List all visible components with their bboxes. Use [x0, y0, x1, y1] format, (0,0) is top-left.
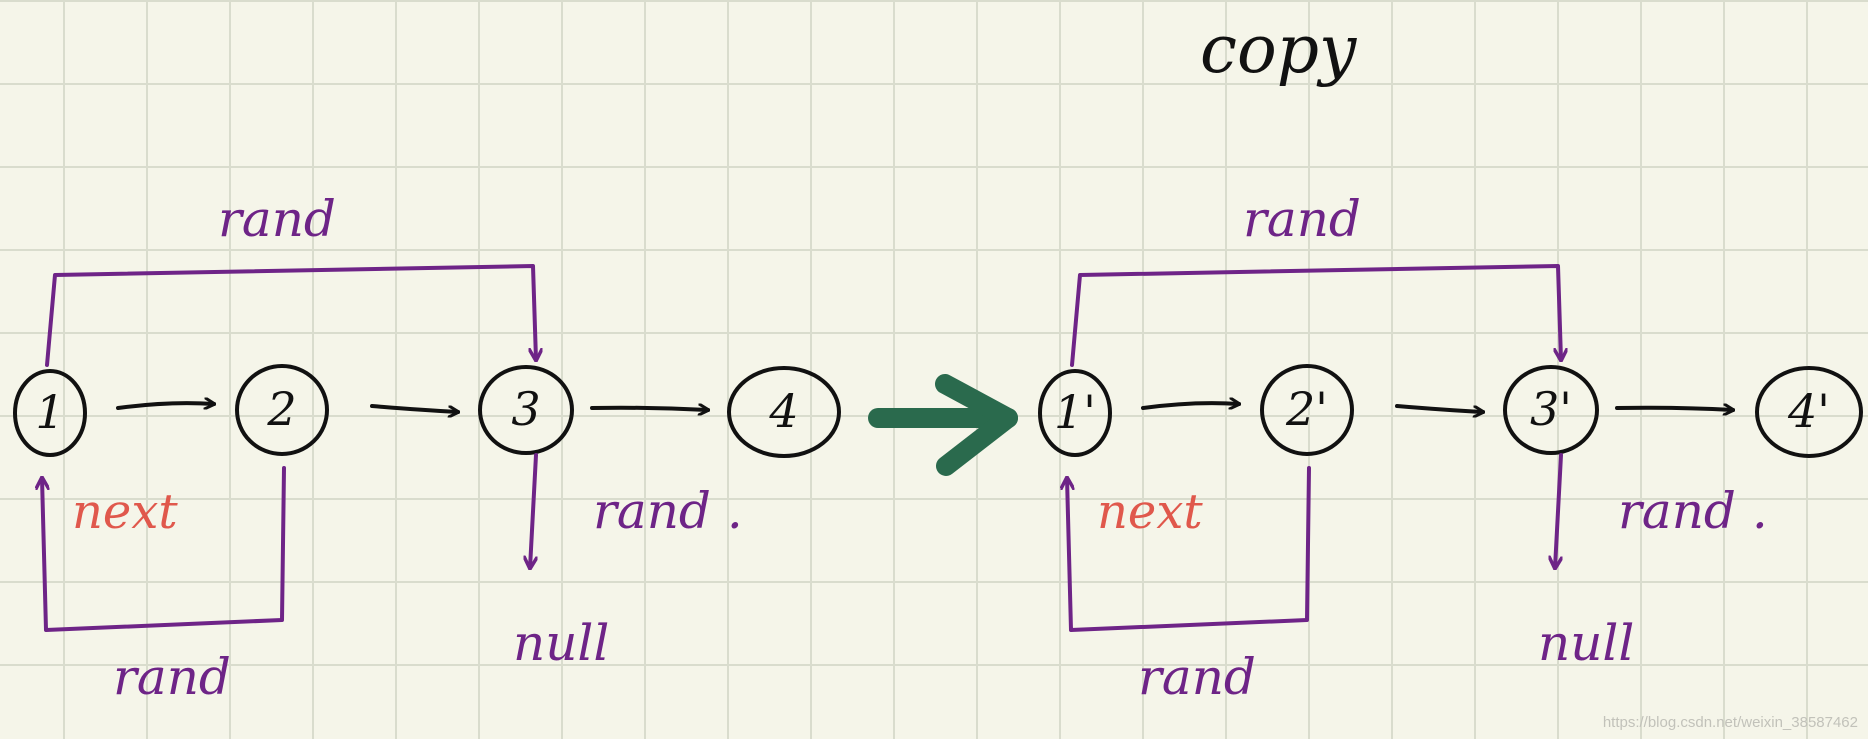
- rand-label-top: rand: [218, 190, 336, 248]
- node-3-label: 3: [511, 382, 540, 436]
- node-3: 3: [478, 365, 574, 455]
- rand-label-right-copy: rand .: [1618, 482, 1768, 540]
- next-arrow-1-2: [116, 403, 214, 408]
- node-2-copy-label: 2': [1285, 382, 1328, 436]
- copy-title: copy: [1200, 11, 1357, 88]
- original-list: 1 2 3 4 rand rand rand . next null: [13, 190, 841, 706]
- rand-label-top-copy: rand: [1243, 190, 1361, 248]
- next-arrow-2-3: [370, 404, 458, 412]
- node-2-copy: 2': [1260, 364, 1354, 456]
- next-arrow-1-2-copy: [1141, 403, 1239, 408]
- rand-link-2-to-1-copy: [1067, 466, 1311, 632]
- node-2-label: 2: [266, 382, 296, 436]
- node-4-label: 4: [768, 384, 798, 438]
- null-label-copy: null: [1538, 614, 1634, 672]
- node-4-copy-label: 4': [1787, 384, 1830, 438]
- node-1-copy-label: 1': [1054, 385, 1096, 439]
- node-4: 4: [727, 366, 841, 458]
- rand-link-3-to-null: [530, 453, 538, 568]
- copied-list: 1' 2' 3' 4' rand rand rand . next null: [1038, 190, 1863, 706]
- node-3-copy: 3': [1503, 365, 1599, 455]
- next-label: next: [72, 484, 178, 540]
- watermark: https://blog.csdn.net/weixin_38587462: [1602, 714, 1858, 731]
- next-arrow-3-4-copy: [1615, 408, 1733, 410]
- node-1-copy: 1': [1038, 369, 1112, 457]
- node-1: 1: [13, 369, 87, 457]
- null-label: null: [513, 614, 609, 672]
- rand-link-1-to-3: [45, 264, 536, 367]
- rand-label-right: rand .: [593, 482, 743, 540]
- rand-link-2-to-1: [42, 466, 286, 632]
- rand-link-3-to-null-copy: [1555, 453, 1563, 568]
- rand-label-bottom: rand: [113, 648, 231, 706]
- next-label-copy: next: [1097, 484, 1203, 540]
- rand-label-bottom-copy: rand: [1138, 648, 1256, 706]
- node-1-label: 1: [35, 385, 64, 439]
- next-arrow-2-3-copy: [1395, 404, 1483, 412]
- rand-link-1-to-3-copy: [1070, 264, 1561, 367]
- transform-arrow: [868, 374, 1018, 476]
- node-2: 2: [235, 364, 329, 456]
- node-4-copy: 4': [1755, 366, 1863, 458]
- next-arrow-3-4: [590, 408, 708, 410]
- node-3-copy-label: 3': [1530, 382, 1572, 436]
